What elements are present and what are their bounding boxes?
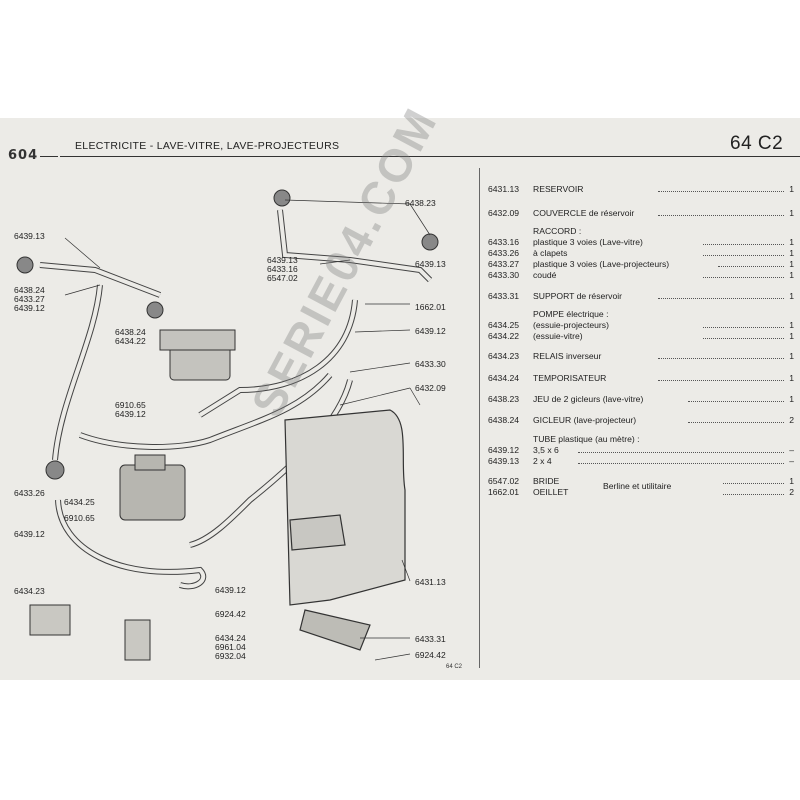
leader-lines: [64, 199, 431, 661]
catalog-page: [0, 118, 800, 680]
pump-headlamp: [119, 454, 186, 521]
nozzles: [16, 189, 439, 480]
callout-6910-65: 6910.65: [115, 400, 146, 410]
reservoir: [284, 409, 406, 651]
callout-6438-24: 6438.24: [14, 285, 45, 295]
list-item: POMPE électrique :: [533, 309, 609, 319]
bracket-note: Berline et utilitaire: [603, 481, 672, 491]
callout-6924-42-b: 6924.42: [415, 650, 446, 660]
callout-6439-12-b: 6439.12: [415, 326, 446, 336]
callout-6439-12: 6439.12: [14, 303, 45, 313]
callout-6439-12-d: 6439.12: [14, 529, 45, 539]
callout-6910-65-b: 6910.65: [64, 513, 95, 523]
callout-6439-13-c: 6439.13: [415, 259, 446, 269]
header-rule: [60, 156, 800, 157]
callout-6961-04: 6961.04: [215, 642, 246, 652]
callout-6431-13: 6431.13: [415, 577, 446, 587]
page-code: 64 C2: [730, 133, 784, 154]
callout-6924-42: 6924.42: [215, 609, 246, 619]
list-item: RACCORD :: [533, 226, 582, 236]
callout-6434-24: 6434.24: [215, 633, 246, 643]
washer-system-diagram: [16, 189, 439, 661]
relay-and-timer: [29, 604, 151, 661]
callout-6439-12-e: 6439.12: [215, 585, 246, 595]
callout-6932-04: 6932.04: [215, 651, 246, 661]
callout-6433-31: 6433.31: [415, 634, 446, 644]
list-item: TUBE plastique (au mètre) :: [533, 434, 640, 444]
callout-6439-12-c: 6439.12: [115, 409, 146, 419]
callout-6439-13-b: 6439.13: [267, 255, 298, 265]
footer-code: 64 C2: [446, 664, 463, 670]
callout-6439-13: 6439.13: [14, 231, 45, 241]
callout-6432-09: 6432.09: [415, 383, 446, 393]
page-title: ELECTRICITE - LAVE-VITRE, LAVE-PROJECTEU…: [75, 140, 340, 152]
callout-6434-25: 6434.25: [64, 497, 95, 507]
callout-6433-26: 6433.26: [14, 488, 45, 498]
column-separator: [479, 168, 480, 668]
callout-6433-16: 6433.16: [267, 264, 298, 274]
callout-6434-22: 6434.22: [115, 336, 146, 346]
list-item: 6434.22(essuie-vitre)1: [488, 331, 794, 341]
model-logo: 604: [8, 148, 39, 163]
pump-washer: [159, 329, 236, 381]
callout-1662-01: 1662.01: [415, 302, 446, 312]
list-item: 6434.25(essuie-projecteurs)1: [488, 320, 794, 330]
header-rule-short: [40, 156, 58, 157]
callout-6433-30: 6433.30: [415, 359, 446, 369]
callout-6433-27: 6433.27: [14, 294, 45, 304]
callout-6434-23: 6434.23: [14, 586, 45, 596]
callout-6438-24-b: 6438.24: [115, 327, 146, 337]
callout-6547-02: 6547.02: [267, 273, 298, 283]
callout-6438-23: 6438.23: [405, 198, 436, 208]
